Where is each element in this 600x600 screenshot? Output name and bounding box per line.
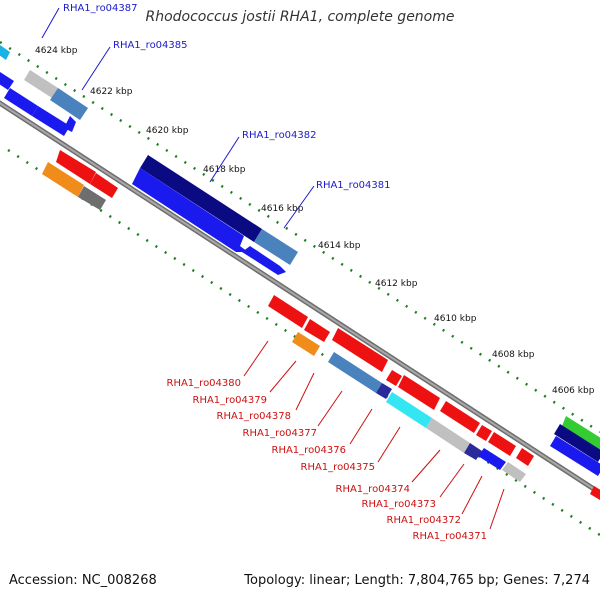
gene-ro04374-red[interactable] xyxy=(440,401,480,433)
gene-label-top[interactable]: RHA1_ro04382 xyxy=(242,130,317,141)
leader-line xyxy=(269,360,297,393)
gene-right-red[interactable] xyxy=(590,486,600,500)
scale-label: 4614 kbp xyxy=(318,241,361,251)
gene-right-navy[interactable] xyxy=(554,424,600,462)
gene-label-bottom[interactable]: RHA1_ro04375 xyxy=(301,462,376,473)
gene-left-gray[interactable] xyxy=(78,186,106,210)
gene-ro04383-arrow[interactable] xyxy=(64,116,76,132)
gene-label-bottom[interactable]: RHA1_ro04371 xyxy=(413,531,488,542)
genome-backbone-highlight xyxy=(0,102,600,494)
gene-left-orange[interactable] xyxy=(42,162,84,197)
gene-ro04381b[interactable] xyxy=(242,246,286,275)
gene-ro04383[interactable] xyxy=(32,106,70,136)
gene-top-left-cyan[interactable] xyxy=(0,45,10,60)
gene-label-bottom[interactable]: RHA1_ro04378 xyxy=(217,411,292,422)
leader-line xyxy=(377,426,401,463)
gene-ro04382b[interactable] xyxy=(132,168,248,252)
gene-ro04377-red[interactable] xyxy=(386,370,402,386)
leader-line xyxy=(439,463,465,498)
scale-label: 4618 kbp xyxy=(203,165,246,175)
scale-label: 4620 kbp xyxy=(146,126,189,136)
leader-line xyxy=(461,475,483,515)
gene-ro04375[interactable] xyxy=(386,392,432,428)
gene-left-red-a[interactable] xyxy=(56,150,96,184)
leader-line xyxy=(489,488,505,530)
leader-line xyxy=(243,340,269,377)
genome-summary-text: Topology: linear; Length: 7,804,765 bp; … xyxy=(244,573,590,588)
gene-ro04371[interactable] xyxy=(502,462,526,482)
scale-label: 4612 kbp xyxy=(375,279,418,289)
gene-ro04372[interactable] xyxy=(478,448,506,470)
gene-label-bottom[interactable]: RHA1_ro04376 xyxy=(272,445,347,456)
gene-ro04384[interactable] xyxy=(4,88,38,116)
gene-ro04375-red[interactable] xyxy=(398,375,440,410)
gene-ro04382[interactable] xyxy=(140,155,262,242)
scale-label: 4624 kbp xyxy=(35,46,78,56)
leader-line xyxy=(209,136,240,183)
gene-ro04379-red[interactable] xyxy=(304,319,330,342)
gene-ro04378[interactable] xyxy=(332,328,388,372)
leader-line xyxy=(41,7,60,39)
gene-ro04380[interactable] xyxy=(268,295,308,328)
gene-ro04386[interactable] xyxy=(24,70,58,98)
gene-label-bottom[interactable]: RHA1_ro04380 xyxy=(167,378,242,389)
gene-ro04373-red[interactable] xyxy=(476,425,492,441)
gene-label-top[interactable]: RHA1_ro04381 xyxy=(316,180,391,191)
gene-ro04371-red[interactable] xyxy=(516,448,534,466)
scale-label: 4616 kbp xyxy=(261,204,304,214)
map-title: Rhodococcus jostii RHA1, complete genome xyxy=(145,9,455,25)
gene-ro04385[interactable] xyxy=(50,88,88,120)
gene-right-green[interactable] xyxy=(562,416,600,450)
gene-label-bottom[interactable]: RHA1_ro04373 xyxy=(362,499,437,510)
gene-right-blue[interactable] xyxy=(550,436,600,476)
gene-label-bottom[interactable]: RHA1_ro04379 xyxy=(193,395,268,406)
accession-text: Accession: NC_008268 xyxy=(9,573,157,588)
gene-ro04374[interactable] xyxy=(426,418,470,453)
gene-label-top[interactable]: RHA1_ro04387 xyxy=(63,3,138,14)
gene-label-top[interactable]: RHA1_ro04385 xyxy=(113,40,188,51)
leader-line xyxy=(411,449,441,483)
gene-left-red-b[interactable] xyxy=(90,173,118,198)
scale-label: 4608 kbp xyxy=(492,350,535,360)
gene-label-bottom[interactable]: RHA1_ro04377 xyxy=(243,428,318,439)
gene-ro04376[interactable] xyxy=(376,383,392,399)
scale-label: 4622 kbp xyxy=(90,87,133,97)
leader-line xyxy=(81,46,111,91)
gene-ro04373[interactable] xyxy=(464,443,482,460)
scale-tick-row-upper xyxy=(0,40,600,434)
gene-ro04377[interactable] xyxy=(328,352,382,393)
gene-label-bottom[interactable]: RHA1_ro04372 xyxy=(387,515,462,526)
leader-line xyxy=(283,185,315,229)
leader-line xyxy=(295,372,315,411)
leader-line xyxy=(349,408,373,445)
scale-label: 4606 kbp xyxy=(552,386,595,396)
gene-label-bottom[interactable]: RHA1_ro04374 xyxy=(336,484,411,495)
gene-ro04372-red[interactable] xyxy=(488,432,516,456)
scale-label: 4610 kbp xyxy=(434,314,477,324)
gene-ro04381[interactable] xyxy=(254,229,298,265)
gene-ro04379[interactable] xyxy=(292,332,320,356)
leader-line xyxy=(317,390,343,427)
gene-top-left-blue[interactable] xyxy=(0,72,14,90)
